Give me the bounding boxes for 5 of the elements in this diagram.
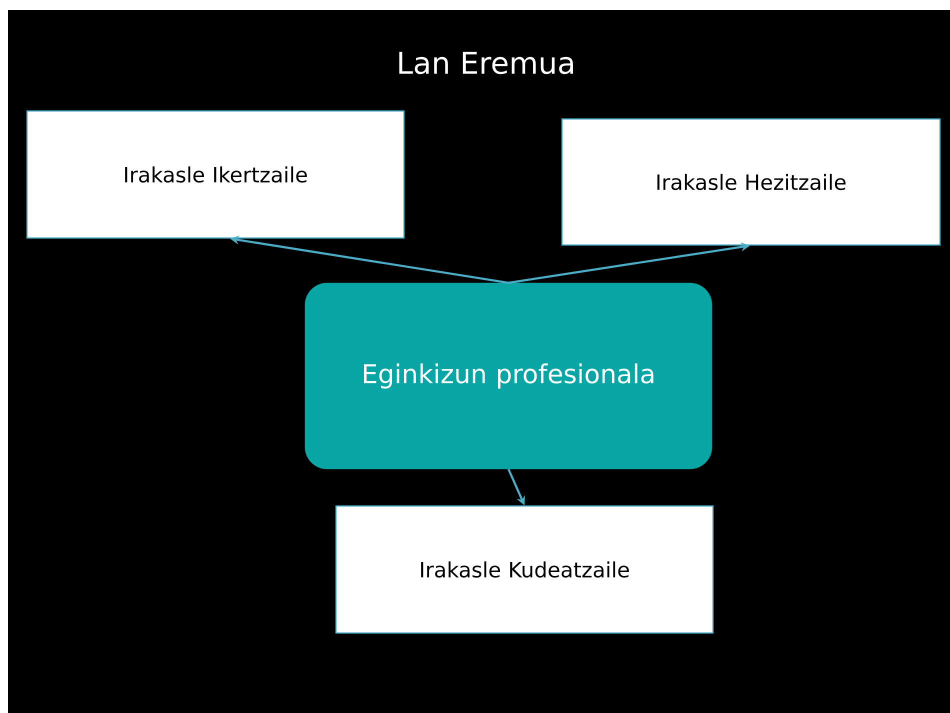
text-box: Irakasle Kudeatzaile xyxy=(335,505,714,634)
text-box: Irakasle Hezitzaile xyxy=(561,118,941,246)
text-box: Irakasle Ikertzaile xyxy=(26,110,405,239)
title: Lan Eremua xyxy=(399,52,573,74)
rounded-box: Eginkizun profesionala xyxy=(304,282,712,470)
